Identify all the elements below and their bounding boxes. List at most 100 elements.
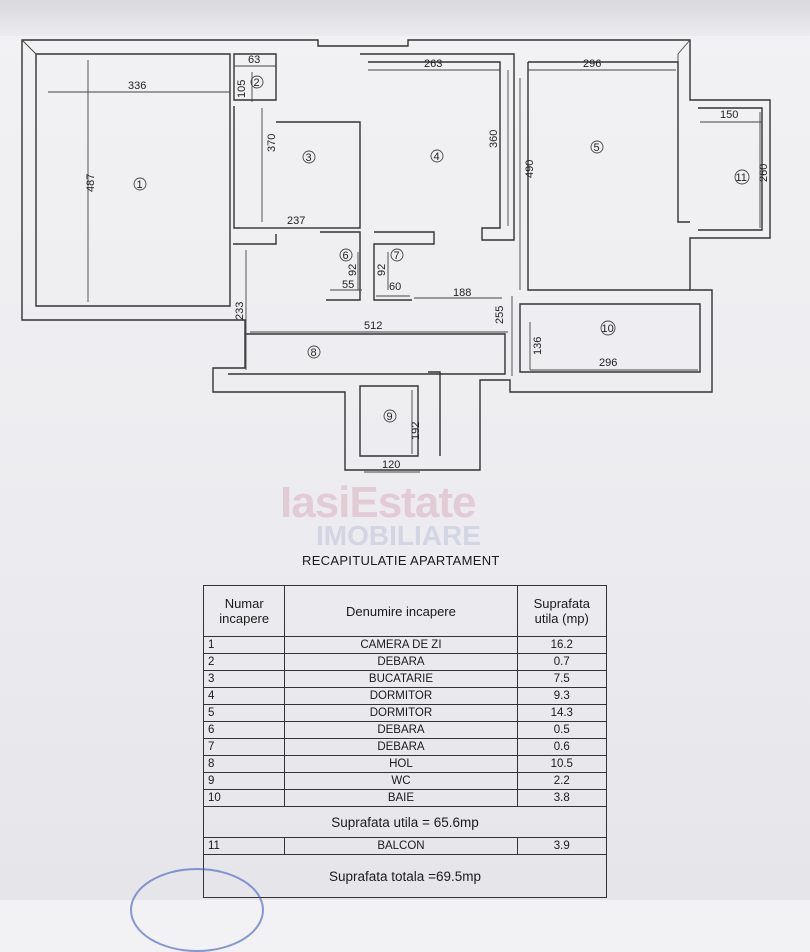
dim-188: 188 bbox=[453, 287, 471, 299]
dim-263: 263 bbox=[424, 58, 442, 70]
room-4-walls bbox=[360, 53, 515, 241]
row-name: HOL bbox=[284, 755, 518, 773]
header-useful-area: Suprafata utila (mp) bbox=[516, 585, 608, 637]
summary-title: RECAPITULATIE APARTAMENT bbox=[302, 553, 500, 568]
dim-255: 255 bbox=[494, 306, 506, 324]
row-name: DEBARA bbox=[284, 653, 518, 671]
row-area: 0.6 bbox=[516, 738, 608, 756]
balcony-walls bbox=[698, 107, 763, 231]
room-label-10: 10 bbox=[602, 323, 614, 335]
wall-detail bbox=[21, 39, 691, 122]
row-name: BAIE bbox=[284, 789, 518, 807]
dim-260: 260 bbox=[758, 164, 770, 182]
balcony-row: 11 BALCON 3.9 bbox=[202, 837, 608, 855]
room-label-3: 3 bbox=[306, 152, 312, 164]
dim-296-top: 296 bbox=[583, 58, 601, 70]
watermark-subtitle: IMOBILIARE bbox=[316, 520, 481, 551]
row-num: 2 bbox=[202, 653, 286, 671]
row-num: 6 bbox=[202, 721, 286, 739]
row-area: 3.8 bbox=[516, 789, 608, 807]
dim-336: 336 bbox=[128, 80, 146, 92]
row-area: 0.5 bbox=[516, 721, 608, 739]
row-num: 3 bbox=[202, 670, 286, 688]
row-area: 3.9 bbox=[516, 837, 608, 855]
row-num: 9 bbox=[202, 772, 286, 790]
room-1-walls bbox=[35, 53, 231, 307]
row-num: 11 bbox=[202, 837, 286, 855]
dim-487: 487 bbox=[85, 174, 97, 192]
dim-136: 136 bbox=[532, 337, 544, 355]
dim-92-right: 92 bbox=[376, 264, 388, 276]
row-num: 10 bbox=[202, 789, 286, 807]
dim-237: 237 bbox=[287, 215, 305, 227]
row-name: DEBARA bbox=[284, 738, 518, 756]
dim-63: 63 bbox=[248, 54, 260, 66]
row-area: 9.3 bbox=[516, 687, 608, 705]
dim-490: 490 bbox=[524, 160, 536, 178]
grand-total-row: Suprafata totala =69.5mp bbox=[203, 854, 607, 898]
dim-55: 55 bbox=[342, 279, 354, 291]
dim-60: 60 bbox=[389, 281, 401, 293]
room-3-walls bbox=[233, 106, 361, 229]
row-num: 5 bbox=[202, 704, 286, 722]
dim-192: 192 bbox=[410, 422, 422, 440]
row-num: 8 bbox=[202, 755, 286, 773]
room-10-walls bbox=[519, 303, 701, 373]
room-label-11: 11 bbox=[736, 172, 747, 184]
floor-plan: 336 63 105 370 487 237 263 360 296 490 1… bbox=[21, 39, 771, 473]
room-5-walls bbox=[527, 61, 690, 291]
room-markers: 1 2 3 4 5 6 7 8 9 10 11 bbox=[133, 75, 750, 423]
row-name: BUCATARIE bbox=[284, 670, 518, 688]
dim-120: 120 bbox=[382, 459, 400, 471]
useful-total-text: Suprafata utila = 65.6mp bbox=[203, 806, 607, 838]
closets-walls bbox=[320, 231, 435, 301]
row-name: DORMITOR bbox=[284, 704, 518, 722]
row-name: DORMITOR bbox=[284, 687, 518, 705]
dim-92-left: 92 bbox=[347, 264, 359, 276]
dim-105: 105 bbox=[236, 80, 248, 98]
watermark-logo: IasiEstate bbox=[280, 478, 476, 527]
row-num: 4 bbox=[202, 687, 286, 705]
dim-233: 233 bbox=[234, 302, 246, 320]
room-label-5: 5 bbox=[594, 142, 600, 154]
room-label-9: 9 bbox=[387, 411, 393, 423]
row-name: WC bbox=[284, 772, 518, 790]
room-label-4: 4 bbox=[434, 151, 440, 163]
room-label-8: 8 bbox=[311, 347, 317, 359]
row-name: BALCON bbox=[284, 837, 518, 855]
row-num: 1 bbox=[202, 636, 286, 654]
outer-wall bbox=[21, 39, 771, 471]
room-label-2: 2 bbox=[254, 77, 260, 89]
room-9-walls bbox=[359, 371, 441, 457]
dim-512: 512 bbox=[364, 320, 382, 332]
row-area: 7.5 bbox=[516, 670, 608, 688]
row-area: 10.5 bbox=[516, 755, 608, 773]
dim-360: 360 bbox=[488, 130, 500, 148]
useful-total-row: Suprafata utila = 65.6mp bbox=[203, 806, 607, 838]
summary-table: Numar incapere Denumire incapere Suprafa… bbox=[202, 585, 608, 898]
row-area: 14.3 bbox=[516, 704, 608, 722]
dim-296-bottom: 296 bbox=[599, 357, 617, 369]
official-stamp bbox=[130, 868, 264, 952]
dimension-lines bbox=[48, 60, 762, 473]
dim-370: 370 bbox=[266, 134, 278, 152]
grand-total-text: Suprafata totala =69.5mp bbox=[203, 854, 607, 898]
row-name: CAMERA DE ZI bbox=[284, 636, 518, 654]
paper-shadow-band bbox=[0, 0, 810, 36]
room-2-walls bbox=[233, 53, 277, 101]
row-num: 7 bbox=[202, 738, 286, 756]
dim-150: 150 bbox=[720, 109, 738, 121]
room-label-1: 1 bbox=[137, 179, 143, 191]
row-area: 0.7 bbox=[516, 653, 608, 671]
hall-walls bbox=[228, 234, 506, 375]
